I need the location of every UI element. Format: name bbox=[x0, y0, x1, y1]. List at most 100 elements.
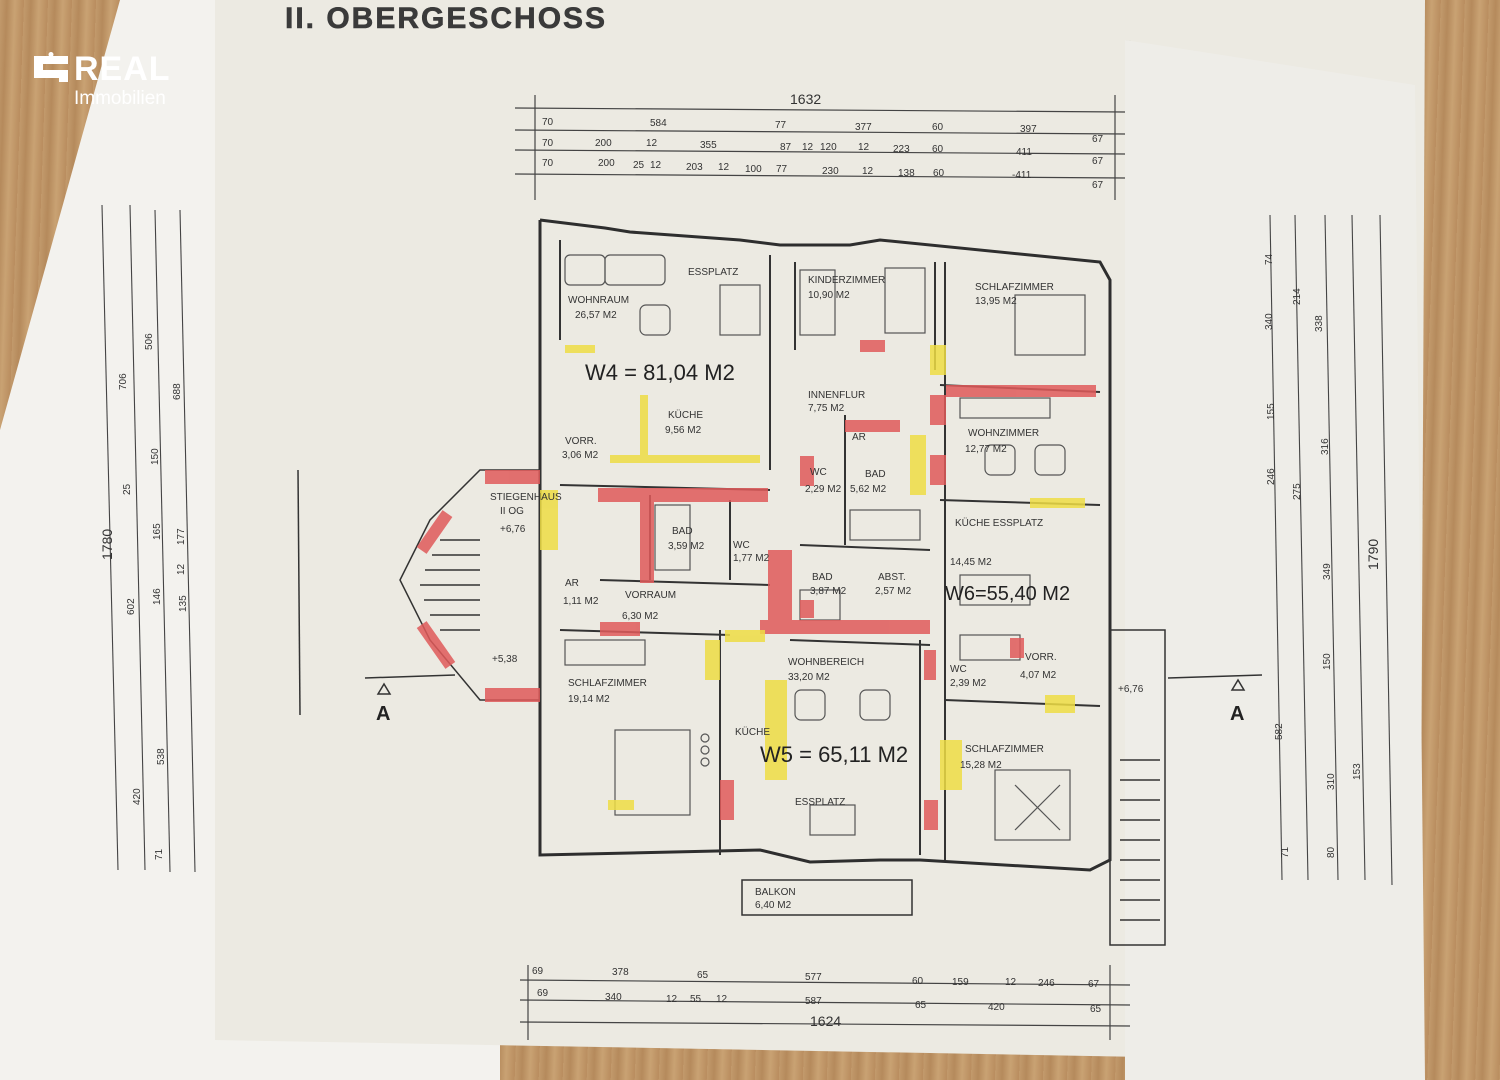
svg-text:377: 377 bbox=[855, 122, 872, 133]
svg-text:538: 538 bbox=[156, 748, 167, 765]
logo-word: REAL bbox=[74, 50, 171, 88]
svg-text:411: 411 bbox=[1016, 147, 1032, 158]
room-area: 26,57 M2 bbox=[575, 310, 617, 321]
room-area: 13,95 M2 bbox=[975, 296, 1017, 307]
svg-text:177: 177 bbox=[176, 528, 187, 545]
logo-subtitle: Immobilien bbox=[74, 88, 166, 109]
svg-text:12: 12 bbox=[176, 563, 187, 575]
bottom-dimension-chains bbox=[519, 965, 1131, 1040]
room-label: VORR. bbox=[1025, 652, 1057, 663]
s-brand-icon bbox=[34, 52, 68, 82]
svg-text:77: 77 bbox=[776, 164, 788, 175]
left-dimension-labels: 706 506 688 150 25 165 177 12 602 146 13… bbox=[118, 333, 189, 860]
svg-text:80: 80 bbox=[1326, 846, 1337, 858]
svg-text:12: 12 bbox=[718, 162, 730, 173]
svg-text:12: 12 bbox=[862, 166, 874, 177]
room-label: BAD bbox=[865, 469, 886, 480]
svg-text:100: 100 bbox=[745, 164, 762, 175]
room-label: WOHNZIMMER bbox=[968, 428, 1039, 439]
room-area: 6,40 M2 bbox=[755, 900, 792, 911]
bottom-dimension-labels: 69 378 65 577 60 159 12 246 67 69 340 12… bbox=[532, 966, 1102, 1015]
svg-text:577: 577 bbox=[805, 972, 822, 983]
room-label: WC bbox=[950, 664, 967, 675]
room-label: STIEGENHAUS bbox=[490, 492, 562, 503]
svg-text:65: 65 bbox=[1090, 1004, 1102, 1015]
yellow-markings bbox=[540, 345, 1085, 810]
svg-text:135: 135 bbox=[178, 595, 189, 612]
svg-text:338: 338 bbox=[1314, 315, 1325, 332]
room-label: KÜCHE ESSPLATZ bbox=[955, 517, 1043, 529]
svg-text:146: 146 bbox=[152, 588, 163, 605]
svg-text:587: 587 bbox=[805, 996, 822, 1007]
top-dimension-labels: 70 584 77 377 60 397 67 70 200 12 355 87… bbox=[542, 117, 1104, 191]
svg-text:-411: -411 bbox=[1012, 170, 1032, 181]
furniture-sketches bbox=[564, 254, 1086, 841]
room-label: KINDERZIMMER bbox=[808, 275, 885, 286]
room-area: 2,57 M2 bbox=[875, 586, 912, 597]
room-label: SCHLAFZIMMER bbox=[975, 282, 1054, 293]
left-total-dimension: 1780 bbox=[99, 529, 115, 560]
svg-text:60: 60 bbox=[932, 122, 944, 133]
right-dimension-chains bbox=[1269, 214, 1393, 886]
svg-text:310: 310 bbox=[1326, 773, 1337, 790]
svg-text:340: 340 bbox=[1264, 313, 1275, 330]
svg-text:378: 378 bbox=[612, 967, 629, 978]
room-label: WOHNBEREICH bbox=[788, 657, 864, 668]
svg-text:25: 25 bbox=[122, 483, 133, 495]
sreal-logo: REAL Immobilien bbox=[34, 52, 171, 110]
svg-text:67: 67 bbox=[1092, 134, 1104, 145]
svg-text:120: 120 bbox=[820, 142, 837, 153]
svg-text:349: 349 bbox=[1322, 563, 1333, 580]
svg-text:70: 70 bbox=[542, 117, 554, 128]
staircase-left bbox=[399, 469, 541, 701]
svg-text:25: 25 bbox=[633, 160, 645, 171]
svg-text:12: 12 bbox=[666, 994, 678, 1005]
room-area: 5,62 M2 bbox=[850, 484, 887, 495]
svg-text:223: 223 bbox=[893, 144, 910, 155]
room-area: 2,39 M2 bbox=[950, 678, 987, 689]
room-label: WOHNRAUM bbox=[568, 295, 629, 306]
level-markers: +6,76 +5,38 +6,76 bbox=[492, 524, 1144, 695]
svg-text:153: 153 bbox=[1352, 763, 1363, 780]
plan-title: II. OBERGESCHOSS bbox=[285, 2, 607, 35]
svg-text:275: 275 bbox=[1292, 483, 1303, 500]
svg-text:150: 150 bbox=[150, 448, 161, 465]
svg-text:506: 506 bbox=[144, 333, 155, 350]
svg-text:70: 70 bbox=[542, 138, 554, 149]
svg-text:60: 60 bbox=[912, 976, 924, 987]
svg-text:70: 70 bbox=[542, 158, 554, 169]
staircase-right bbox=[1109, 629, 1166, 946]
room-label: SCHLAFZIMMER bbox=[568, 678, 647, 689]
svg-text:67: 67 bbox=[1088, 979, 1100, 990]
right-total-dimension: 1790 bbox=[1365, 539, 1381, 570]
svg-text:+6,76: +6,76 bbox=[1118, 684, 1144, 695]
room-area: 4,07 M2 bbox=[1020, 670, 1057, 681]
svg-text:65: 65 bbox=[697, 970, 709, 981]
logo-wordmark: REAL bbox=[34, 52, 171, 86]
room-label: ESSPLATZ bbox=[795, 797, 845, 808]
room-area: 12,77 M2 bbox=[965, 444, 1007, 455]
svg-text:159: 159 bbox=[952, 977, 969, 988]
svg-text:69: 69 bbox=[532, 966, 544, 977]
svg-text:69: 69 bbox=[537, 988, 549, 999]
room-label: KÜCHE bbox=[668, 409, 703, 421]
room-area: 15,28 M2 bbox=[960, 760, 1002, 771]
unit-w4-label: W4 = 81,04 M2 bbox=[585, 360, 735, 385]
unit-w5-label: W5 = 65,11 M2 bbox=[760, 742, 908, 767]
svg-text:138: 138 bbox=[898, 168, 915, 179]
svg-text:584: 584 bbox=[650, 118, 667, 129]
svg-text:246: 246 bbox=[1038, 978, 1055, 989]
svg-text:200: 200 bbox=[598, 158, 615, 169]
svg-text:203: 203 bbox=[686, 162, 703, 173]
svg-text:12: 12 bbox=[858, 142, 870, 153]
svg-text:74: 74 bbox=[1264, 253, 1275, 265]
room-label: BAD bbox=[672, 526, 693, 537]
svg-text:165: 165 bbox=[152, 523, 163, 540]
room-label: WC bbox=[733, 540, 750, 551]
svg-text:340: 340 bbox=[605, 992, 622, 1003]
room-label: VORR. bbox=[565, 436, 597, 447]
room-labels: WOHNRAUM 26,57 M2 ESSPLATZ KINDERZIMMER … bbox=[490, 267, 1057, 911]
svg-text:12: 12 bbox=[650, 160, 662, 171]
section-cut-markers bbox=[297, 469, 1263, 716]
svg-text:71: 71 bbox=[154, 848, 165, 860]
